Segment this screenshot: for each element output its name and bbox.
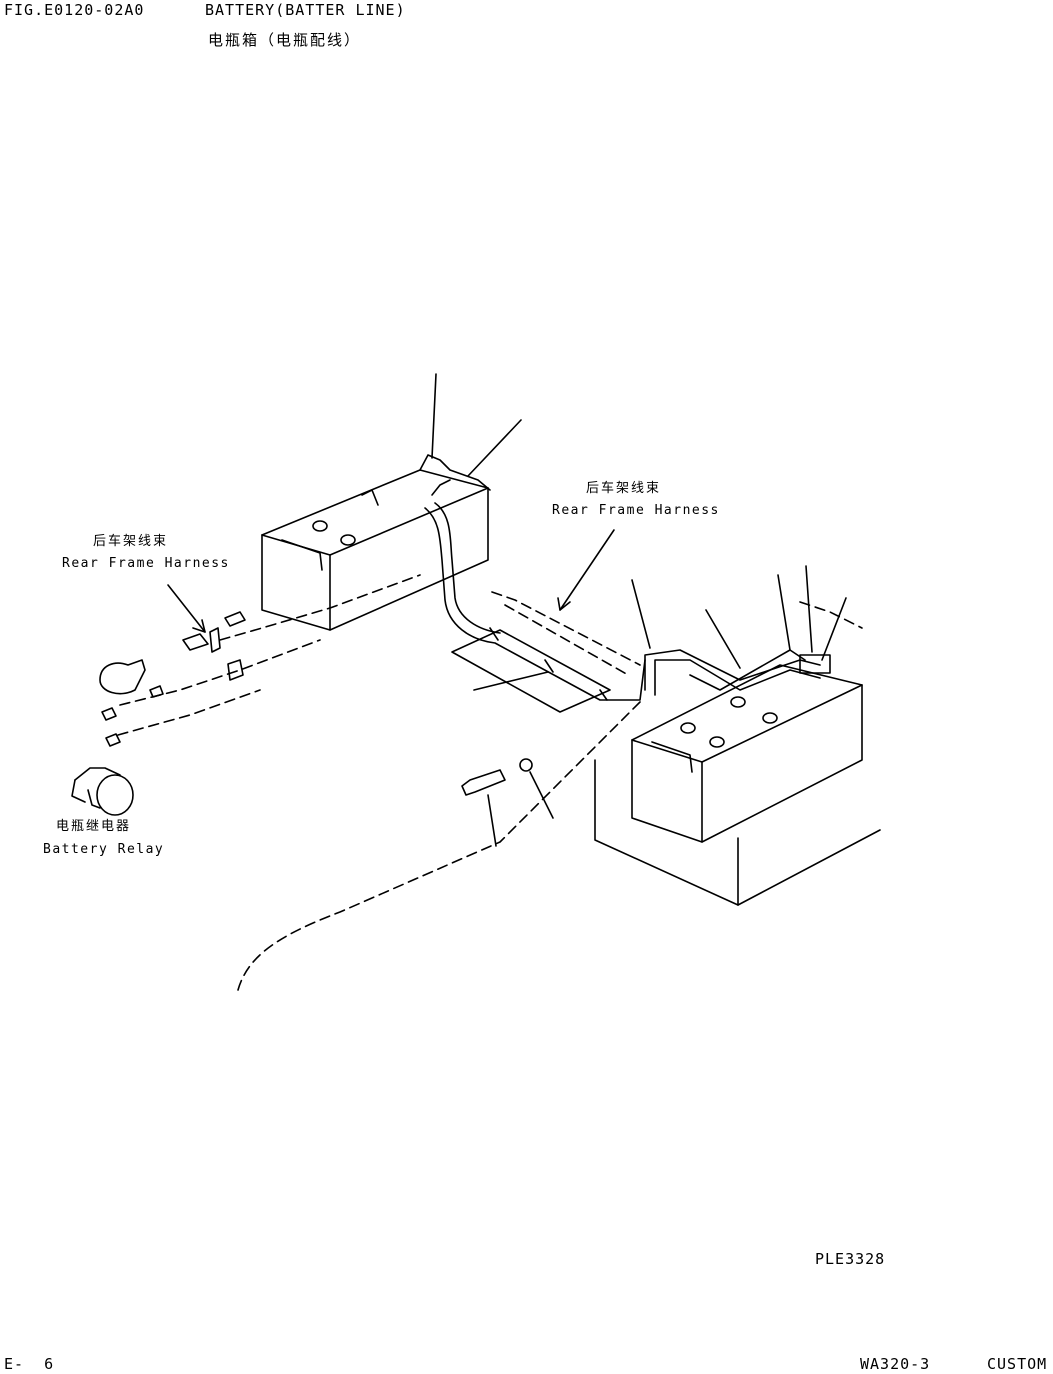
left-battery [261, 469, 489, 631]
model-number: WA320-3 [860, 1355, 931, 1373]
battery-relay [71, 767, 134, 816]
edition-label: CUSTOM [987, 1355, 1048, 1373]
rear-frame-harness-right-label-en: Rear Frame Harness [552, 503, 720, 518]
rear-frame-harness-right-label-cn: 后车架线束 [586, 481, 662, 496]
rear-frame-harness-left-label-cn: 后车架线束 [93, 534, 169, 549]
page-number: E- 6 [4, 1355, 55, 1373]
rear-frame-harness-left-label-en: Rear Frame Harness [62, 556, 230, 571]
figure-title-cn: 电瓶箱（电瓶配线） [208, 31, 362, 49]
drawing-code: PLE3328 [815, 1250, 886, 1268]
battery-relay-label-en: Battery Relay [43, 842, 165, 857]
figure-number: FIG.E0120-02A0 [4, 1, 145, 19]
figure-title-en: BATTERY(BATTER LINE) [205, 1, 406, 19]
battery-relay-label-cn: 电瓶继电器 [56, 819, 132, 834]
right-battery [631, 664, 863, 843]
